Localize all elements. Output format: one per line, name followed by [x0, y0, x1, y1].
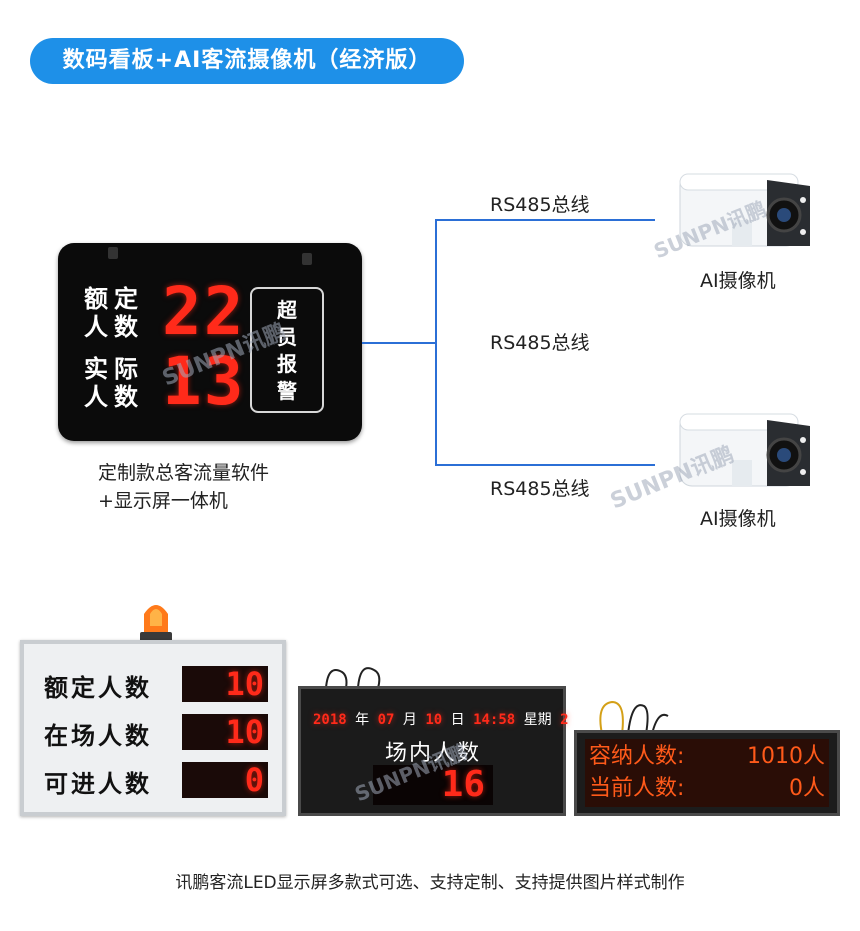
board-mount-left [108, 247, 118, 259]
panel2-weekday: 2 [560, 712, 569, 728]
panel2-date-row: 2018 年 07 月 10 日 14:58 星期 2 [313, 709, 569, 729]
panel1-label-present: 在场人数 [44, 722, 152, 750]
led-panel-capacity: 容纳人数: 1010人 当前人数: 0人 [574, 730, 840, 816]
camera-icon-bottom [679, 413, 810, 487]
panel1-value-present: 10 [225, 713, 264, 751]
panel3-line1-label: 容纳人数: [589, 744, 685, 769]
alarm-char-4: 警 [277, 379, 297, 403]
panel1-value-rated: 10 [225, 665, 264, 703]
panel1-value-available: 0 [244, 761, 264, 799]
panel2-day: 10 [425, 712, 443, 728]
panel2-month-unit: 月 [402, 712, 417, 728]
panel1-led-available: 0 [182, 762, 268, 798]
rated-label-a: 额定 [84, 285, 144, 313]
actual-label-a: 实际 [84, 355, 144, 383]
actual-label-b: 人数 [84, 383, 144, 411]
panel2-year-unit: 年 [355, 712, 370, 728]
panel1-label-available: 可进人数 [44, 770, 152, 798]
panel1-label-rated: 额定人数 [44, 674, 152, 702]
overload-alarm-box: 超 员 报 警 [250, 287, 324, 413]
panel1-row-present: 在场人数 10 [44, 714, 274, 750]
alarm-char-3: 报 [277, 352, 297, 376]
actual-label: 实际 人数 [84, 355, 144, 411]
panel3-line2-label: 当前人数: [589, 776, 685, 801]
panel1-row-rated: 额定人数 10 [44, 666, 274, 702]
panel2-month: 07 [377, 712, 395, 728]
rated-label: 额定 人数 [84, 285, 144, 341]
panel2-title: 场内人数 [385, 741, 482, 766]
panel2-day-unit: 日 [450, 712, 465, 728]
board-mount-right [302, 253, 312, 265]
actual-value: 13 [162, 343, 246, 420]
panel3-screen: 容纳人数: 1010人 当前人数: 0人 [585, 739, 829, 807]
connector-top [435, 219, 655, 221]
panel3-line2: 当前人数: 0人 [589, 773, 825, 805]
bus-label-bottom: RS485总线 [490, 478, 590, 500]
panel3-line2-value: 0人 [789, 776, 825, 801]
led-panel-occupancy: 2018 年 07 月 10 日 14:58 星期 2 场内人数 16 SUNP… [298, 686, 569, 816]
alarm-char-2: 员 [277, 325, 297, 349]
main-caption-line1: 定制款总客流量软件 [98, 462, 270, 484]
main-caption-line2: +显示屏一体机 [98, 490, 228, 512]
bus-label-middle: RS485总线 [490, 332, 590, 354]
connector-vertical [435, 219, 437, 465]
page-title: 数码看板+AI客流摄像机（经济版） [30, 38, 464, 84]
footer-caption: 讯鹏客流LED显示屏多款式可选、支持定制、支持提供图片样式制作 [175, 873, 685, 893]
bus-label-top: RS485总线 [490, 194, 590, 216]
panel1-led-rated: 10 [182, 666, 268, 702]
panel2-time: 14:58 [473, 712, 516, 728]
warning-light-icon [140, 605, 172, 642]
panel1-row-available: 可进人数 0 [44, 762, 274, 798]
alarm-char-1: 超 [277, 298, 297, 322]
panel2-antenna-icon [325, 667, 381, 689]
connector-bottom [435, 464, 655, 466]
camera-icon-top [679, 173, 810, 247]
camera-label-top: AI摄像机 [700, 270, 776, 292]
panel2-year: 2018 [313, 712, 347, 728]
main-display-board: 额定 人数 22 实际 人数 13 超 员 报 警 SUNPN讯鹏 [58, 243, 362, 441]
panel2-led: 16 [373, 765, 493, 805]
rated-label-b: 人数 [84, 313, 144, 341]
panel3-line1: 容纳人数: 1010人 [589, 741, 825, 773]
panel2-weekday-label: 星期 [523, 712, 552, 728]
rated-value: 22 [162, 273, 246, 350]
led-panel-counts: 额定人数 10 在场人数 10 可进人数 0 [20, 640, 286, 816]
panel2-value: 16 [441, 764, 485, 805]
panel3-line1-value: 1010人 [747, 744, 825, 769]
camera-label-bottom: AI摄像机 [700, 508, 776, 530]
connector-horizontal-main [362, 342, 436, 344]
panel1-led-present: 10 [182, 714, 268, 750]
